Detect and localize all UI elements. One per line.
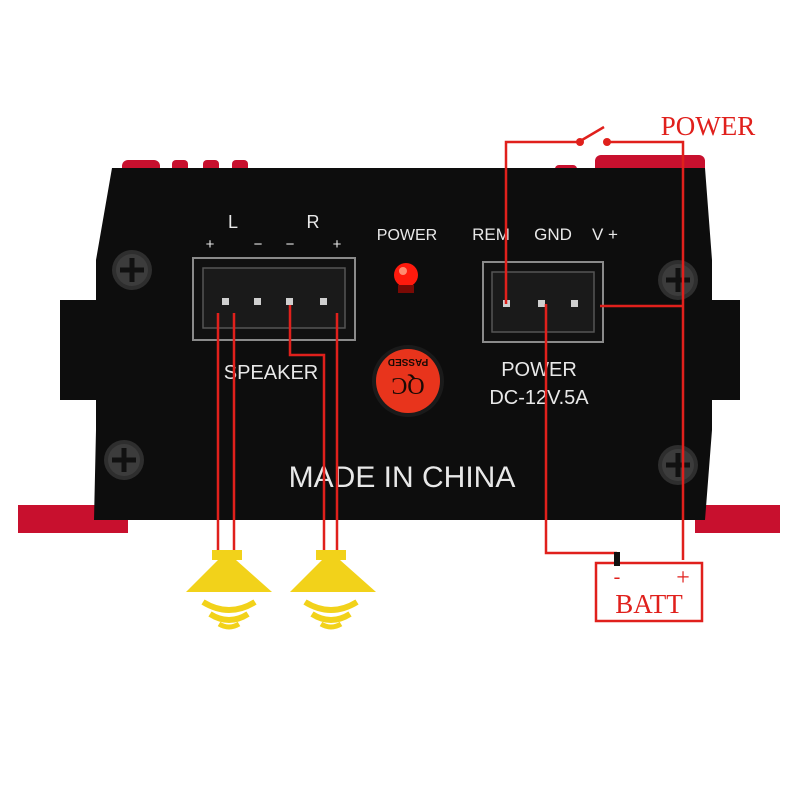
screw-icon <box>112 250 152 290</box>
led-power-label: POWER <box>377 227 437 244</box>
gnd-wire <box>544 304 617 555</box>
power-terminal-block <box>482 261 604 343</box>
battery-plus-label: + <box>676 565 690 591</box>
speaker-icon <box>290 550 376 630</box>
speaker-label: SPEAKER <box>224 362 318 384</box>
wiring <box>216 140 685 560</box>
right-plus-label: + <box>333 236 342 253</box>
rem-wire <box>504 140 580 304</box>
power-switch-icon <box>576 125 611 146</box>
channel-left-label: L <box>228 212 238 232</box>
terminal-rem-label: REM <box>472 225 510 244</box>
screw-icon <box>658 260 698 300</box>
terminal-gnd-label: GND <box>534 225 572 244</box>
switch-power-label: POWER <box>661 111 756 141</box>
amplifier-case <box>94 168 712 520</box>
speaker-terminal-block <box>192 257 356 341</box>
battery-label: BATT <box>615 589 683 619</box>
right-minus-label: − <box>286 236 295 253</box>
qc-sticker: PASSED QC <box>372 345 444 417</box>
battery-icon <box>594 552 704 623</box>
made-in-label: MADE IN CHINA <box>289 461 516 494</box>
right-minus-wire <box>288 305 326 553</box>
channel-right-label: R <box>307 212 320 232</box>
battery-minus-label: - <box>614 566 621 588</box>
speaker-icon <box>186 550 272 630</box>
switch-wire <box>607 140 685 560</box>
power-led <box>394 263 418 293</box>
left-plus-label: + <box>206 236 215 253</box>
screw-icon <box>658 445 698 485</box>
terminal-vplus-label: V + <box>592 225 618 244</box>
qc-sticker-top: PASSED <box>388 356 428 367</box>
rating-label: DC-12V.5A <box>489 387 589 409</box>
power-label: POWER <box>501 359 577 381</box>
screw-icon <box>104 440 144 480</box>
qc-sticker-main: QC <box>391 372 424 398</box>
left-minus-label: − <box>254 236 263 253</box>
